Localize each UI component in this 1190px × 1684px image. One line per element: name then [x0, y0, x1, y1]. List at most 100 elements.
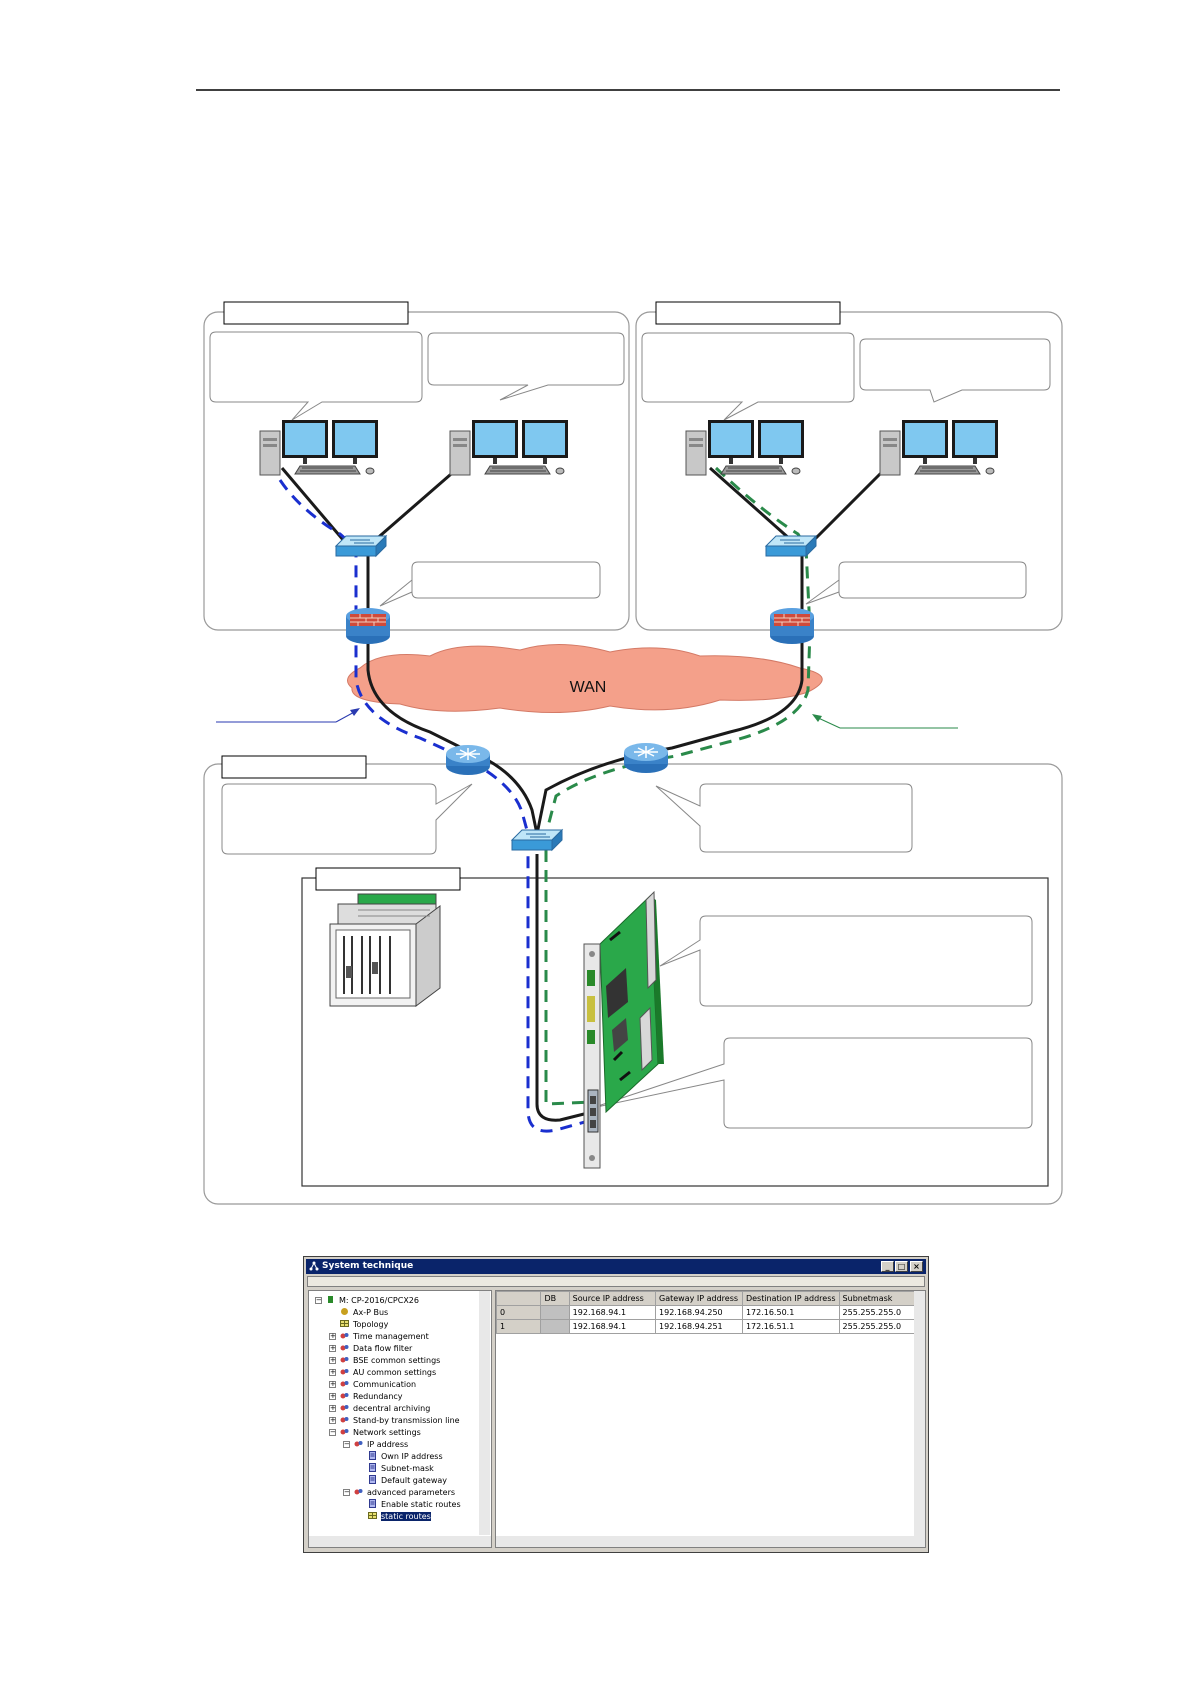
tree-expander-16[interactable]: − — [343, 1488, 350, 1496]
tree-item[interactable]: Own IP address — [368, 1451, 443, 1463]
tree-expander-6[interactable]: + — [329, 1368, 336, 1376]
column-header[interactable]: DB — [540, 1291, 570, 1306]
tree-item[interactable]: Default gateway — [368, 1475, 447, 1487]
db-cell[interactable] — [540, 1305, 570, 1320]
tree-item[interactable]: IP address — [354, 1439, 408, 1451]
tree-item[interactable]: Subnet-mask — [368, 1463, 434, 1475]
tree-vertical-scrollbar[interactable] — [479, 1291, 490, 1535]
tree-item-label: BSE common settings — [353, 1356, 441, 1365]
router-a — [445, 744, 491, 776]
table-horizontal-scrollbar[interactable] — [496, 1536, 914, 1547]
db-cell[interactable] — [540, 1319, 570, 1334]
tree-item-label: Stand-by transmission line — [353, 1416, 460, 1425]
switch-station — [511, 829, 563, 851]
rtu-label-box — [315, 867, 461, 891]
green-path — [544, 466, 812, 1106]
tools-icon — [340, 1404, 353, 1413]
table-cell[interactable]: 172.16.50.1 — [741, 1305, 840, 1320]
tree-item[interactable]: Stand-by transmission line — [340, 1415, 460, 1427]
site-b-label-box — [655, 301, 841, 325]
row-index-cell[interactable]: 1 — [496, 1319, 542, 1334]
tools-icon — [354, 1440, 367, 1449]
callout-ws-b2 — [859, 338, 1051, 403]
column-header[interactable] — [496, 1291, 542, 1306]
list-icon — [368, 1451, 381, 1461]
tree-item[interactable]: Time management — [340, 1331, 429, 1343]
tree-item[interactable]: Data flow filter — [340, 1343, 412, 1355]
tree-expander-7[interactable]: + — [329, 1380, 336, 1388]
column-header[interactable]: Destination IP address — [741, 1291, 840, 1306]
tools-icon — [340, 1344, 353, 1353]
firewall-b — [769, 607, 815, 645]
tree-expander-11[interactable]: − — [329, 1428, 336, 1436]
tree-item[interactable]: Redundancy — [340, 1391, 403, 1403]
tree-item[interactable]: Communication — [340, 1379, 416, 1391]
table-cell[interactable]: 192.168.94.251 — [655, 1319, 743, 1334]
tree-item[interactable]: Network settings — [340, 1427, 421, 1439]
wan-label: WAN — [570, 679, 607, 696]
tree-item[interactable]: Enable static routes — [368, 1499, 461, 1511]
tree-expander-0[interactable]: − — [315, 1296, 322, 1304]
switch-a — [335, 535, 387, 557]
tools-icon — [340, 1392, 353, 1401]
tree-expander-4[interactable]: + — [329, 1344, 336, 1352]
firewall-a — [345, 607, 391, 645]
tree-item[interactable]: static routes — [368, 1511, 431, 1523]
table-cell[interactable]: 192.168.94.1 — [568, 1305, 657, 1320]
callout-board — [659, 915, 1033, 1007]
arrow-head-left — [350, 708, 360, 716]
tree-item-label: Ax-P Bus — [353, 1308, 389, 1317]
minimize-button[interactable]: _ — [881, 1261, 894, 1272]
tree-item-label: decentral archiving — [353, 1404, 431, 1413]
tree-item[interactable]: AU common settings — [340, 1367, 436, 1379]
tree-item[interactable]: Ax-P Bus — [340, 1307, 388, 1319]
tools-icon — [340, 1332, 353, 1341]
table-cell[interactable]: 192.168.94.1 — [568, 1319, 657, 1334]
tree-expander-10[interactable]: + — [329, 1416, 336, 1424]
tree-item[interactable]: advanced parameters — [354, 1487, 455, 1499]
switch-b — [765, 535, 817, 557]
tree-item[interactable]: Topology — [340, 1319, 388, 1331]
tree-item-label: Communication — [353, 1380, 417, 1389]
tree-expander-12[interactable]: − — [343, 1440, 350, 1448]
callout-ws-b1 — [641, 332, 855, 421]
tree-item-label: Default gateway — [381, 1476, 447, 1485]
tree-expander-9[interactable]: + — [329, 1404, 336, 1412]
column-header[interactable]: Source IP address — [568, 1291, 657, 1306]
maximize-button[interactable]: □ — [895, 1261, 908, 1272]
tree-item-label: advanced parameters — [367, 1488, 456, 1497]
tree-item[interactable]: BSE common settings — [340, 1355, 440, 1367]
tree-item-label: Time management — [353, 1332, 429, 1341]
table-cell[interactable]: 255.255.255.0 — [838, 1305, 925, 1320]
callout-router-b — [655, 783, 913, 853]
tree-item[interactable]: decentral archiving — [340, 1403, 430, 1415]
table-vertical-scrollbar[interactable] — [914, 1291, 925, 1547]
tree-expander-3[interactable]: + — [329, 1332, 336, 1340]
table-cell[interactable]: 172.16.51.1 — [741, 1319, 840, 1334]
tree-item-label: M: CP-2016/CPCX26 — [339, 1296, 419, 1305]
tree-horizontal-scrollbar[interactable] — [309, 1536, 491, 1547]
row-index-cell[interactable]: 0 — [496, 1305, 542, 1320]
tree-item-label: static routes — [381, 1512, 431, 1521]
callout-ws-a2 — [427, 332, 625, 401]
grid-icon — [368, 1512, 381, 1521]
tools-icon — [340, 1428, 353, 1437]
column-header[interactable]: Subnetmask — [838, 1291, 925, 1306]
blue-path — [278, 479, 593, 1133]
tree-expander-5[interactable]: + — [329, 1356, 336, 1364]
tree-item[interactable]: M: CP-2016/CPCX26 — [326, 1295, 419, 1307]
rtu-rack-image — [329, 893, 441, 1007]
table-cell[interactable]: 192.168.94.250 — [655, 1305, 743, 1320]
network-diagram: WAN — [196, 89, 1063, 1205]
tree-expander-8[interactable]: + — [329, 1392, 336, 1400]
tree-item-label: Topology — [353, 1320, 389, 1329]
window-titlebar[interactable]: System technique _ □ × — [306, 1259, 926, 1274]
close-button[interactable]: × — [910, 1261, 923, 1272]
table-cell[interactable]: 255.255.255.0 — [838, 1319, 925, 1334]
grid-icon — [340, 1320, 353, 1329]
column-header[interactable]: Gateway IP address — [655, 1291, 743, 1306]
